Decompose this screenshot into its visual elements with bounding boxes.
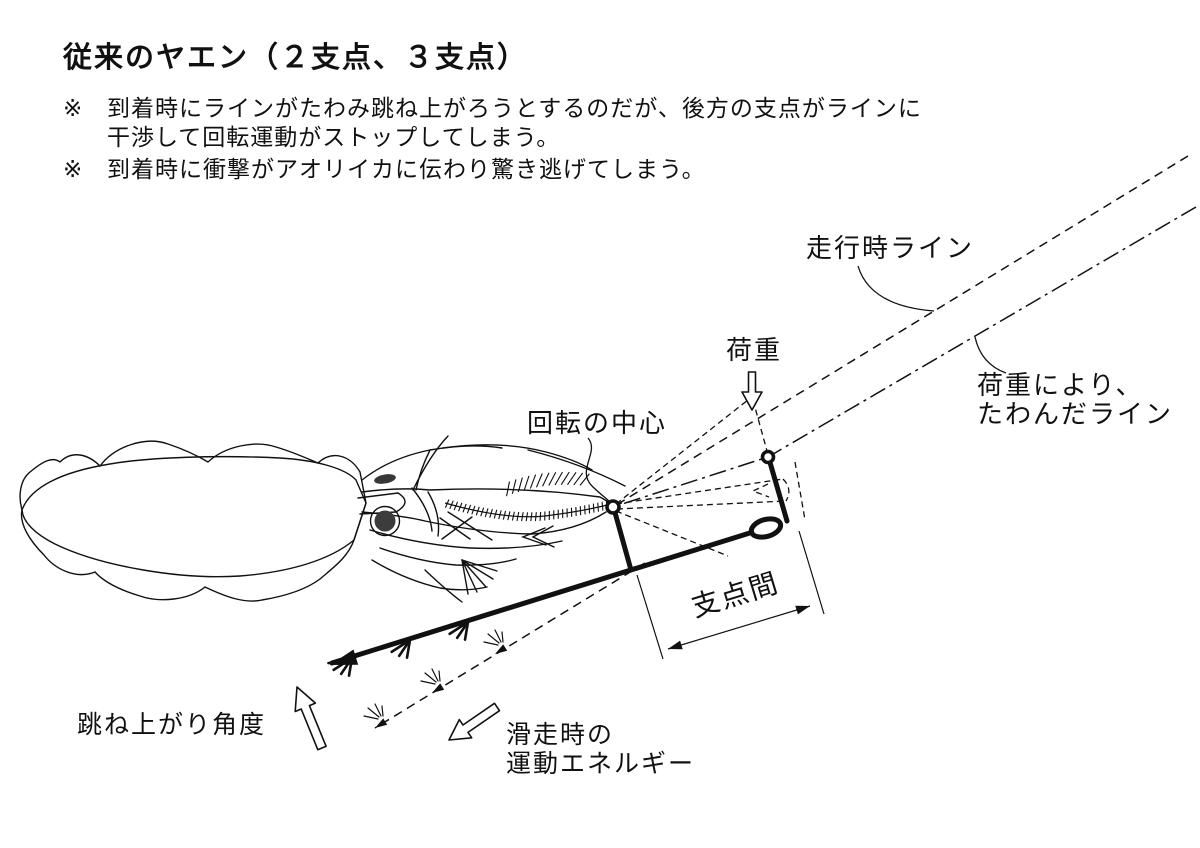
fulcrum-span-dimension: 支点間: [636, 530, 825, 660]
sucker-tick: [480, 507, 485, 517]
sucker-tick: [462, 503, 467, 513]
sucker-tick: [458, 502, 463, 512]
rotation-center-leader: [585, 437, 612, 504]
sucker-tick: [573, 472, 584, 486]
sucker-tick: [521, 512, 524, 522]
note-marker: ※: [63, 95, 84, 121]
load-label: 荷重: [726, 335, 782, 365]
notes-block: ※ 到着時にラインがたわみ跳ね上がろうとするのだが、後方の支点がラインに 干渉し…: [63, 94, 922, 187]
line-ring: [748, 516, 784, 540]
load-arrow-icon: [741, 371, 763, 411]
impact-sparkle: [363, 703, 388, 729]
squid-arms: [361, 435, 626, 603]
sucker-tick: [534, 512, 537, 522]
sucker-tick: [525, 512, 529, 522]
sucker-tick: [597, 502, 600, 512]
squid-skin-patch: [374, 474, 396, 484]
sucker-tick: [493, 509, 498, 519]
note-text: 到着時に衝撃がアオリイカに伝わり驚き逃げてしまう。: [107, 155, 706, 184]
note-item: ※ 到着時に衝撃がアオリイカに伝わり驚き逃げてしまう。: [63, 155, 922, 184]
shaft-barb: [327, 654, 358, 682]
sucker-tick: [453, 501, 459, 511]
sucker-band-main: [444, 502, 612, 518]
sucker-tick: [567, 472, 577, 486]
running-line: [612, 155, 1189, 508]
sucker-tick: [449, 500, 454, 510]
sucker-tick: [444, 499, 450, 508]
sucker-tick: [489, 508, 493, 518]
sucker-tick: [484, 508, 489, 518]
ghost-outline: [615, 395, 806, 557]
sucker-tick: [502, 510, 507, 520]
sucker-tick: [542, 472, 550, 487]
squid-eye-ring: [369, 505, 401, 537]
yaen-rear-leg: [766, 456, 790, 524]
note-item: ※ 到着時にラインがたわみ跳ね上がろうとするのだが、後方の支点がラインに 干渉し…: [63, 94, 922, 152]
note-marker: ※: [63, 156, 84, 182]
slide-energy-arrow-icon: [448, 702, 501, 741]
sucker-tick: [498, 510, 502, 520]
yaen-device: [327, 456, 790, 682]
squid-illustration: [19, 435, 626, 603]
sucker-tick: [475, 506, 480, 516]
rotation-center-label: 回転の中心: [527, 408, 667, 438]
slide-energy-label-1: 滑走時の: [506, 721, 614, 749]
sagged-line-label-2: たわんだライン: [977, 399, 1173, 429]
note-line: 到着時に衝撃がアオリイカに伝わり驚き逃げてしまう。: [107, 156, 706, 182]
sucker-tick: [592, 503, 595, 513]
running-line-label: 走行時ライン: [806, 233, 974, 263]
sucker-tick: [548, 471, 557, 486]
sagged-line-label-1: 荷重により、: [977, 370, 1143, 400]
sucker-tick: [535, 473, 543, 488]
sucker-tick: [554, 471, 563, 486]
sucker-tick: [529, 474, 537, 489]
page-title: 従来のヤエン（２支点、３支点）: [63, 42, 529, 74]
note-line: 干渉して回転運動がストップしてしまう。: [107, 124, 561, 150]
sucker-tick: [507, 511, 511, 521]
sucker-tick: [560, 471, 570, 485]
impact-sparkle: [420, 668, 445, 694]
jump-angle-label: 跳ね上がり角度: [77, 711, 266, 739]
impact-sparkle: [483, 629, 508, 655]
sucker-tick: [506, 481, 511, 497]
sucker-tick: [517, 477, 523, 493]
slide-energy-label-2: 運動エネルギー: [506, 750, 695, 778]
squid-eye: [374, 510, 396, 532]
sucker-tick: [601, 501, 604, 511]
note-text: 到着時にラインがたわみ跳ね上がろうとするのだが、後方の支点がラインに 干渉して回…: [107, 94, 922, 152]
sucker-tick: [511, 511, 515, 521]
rear-pivot: [760, 449, 776, 465]
squid-mantle: [21, 455, 367, 578]
trajectory-line: [363, 562, 646, 729]
jump-angle-arrow-icon: [294, 686, 327, 751]
sucker-tick: [588, 504, 591, 514]
sucker-band-upper: [505, 478, 588, 490]
sucker-tick: [466, 504, 472, 514]
squid-fin: [19, 440, 367, 602]
running-line-leader: [857, 265, 935, 312]
yaen-front-leg: [611, 506, 634, 573]
shaft-barb: [385, 636, 416, 664]
sucker-tick: [579, 473, 590, 486]
front-pivot: [605, 499, 621, 515]
sucker-tick: [530, 512, 533, 522]
note-line: 到着時にラインがたわみ跳ね上がろうとするのだが、後方の支点がラインに: [107, 95, 922, 121]
sagged-line-leader: [974, 336, 1007, 374]
fulcrum-span-label: 支点間: [688, 567, 783, 623]
sucker-tick: [539, 511, 542, 521]
shaft-barb: [443, 618, 474, 646]
sucker-tick: [471, 505, 476, 515]
sucker-tick: [511, 479, 517, 495]
sucker-tick: [516, 511, 520, 521]
sucker-tick: [523, 475, 530, 491]
